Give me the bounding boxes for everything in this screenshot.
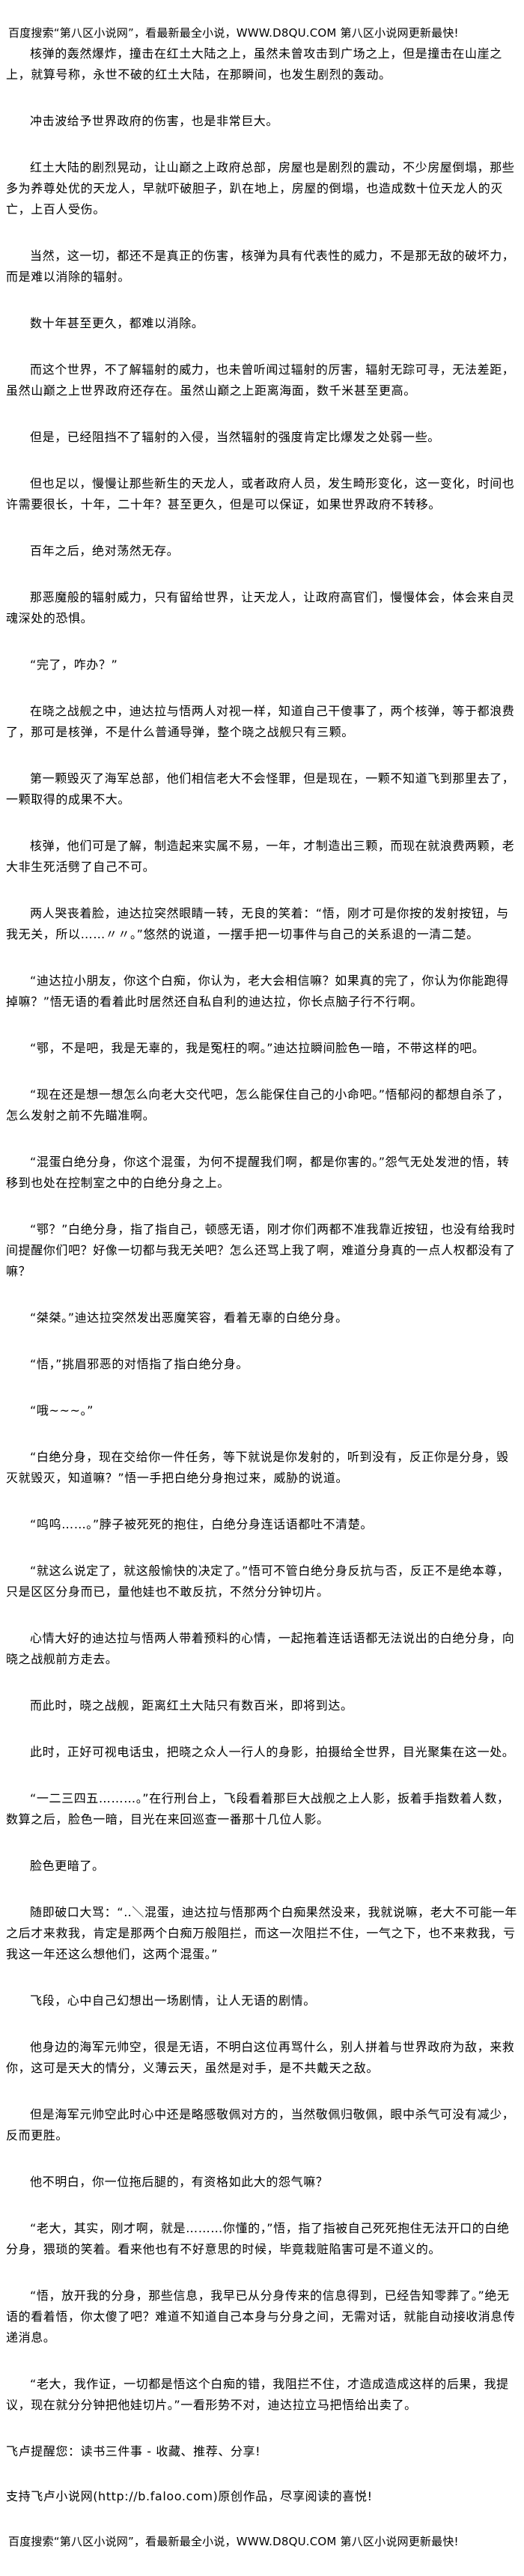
- story-paragraph: 随即破口大骂：“‥＼混蛋，迪达拉与悟那两个白痴果然没来，我就说嘛，老大不可能一年…: [6, 1905, 517, 1961]
- chapter-content: 核弹的轰然爆炸，撞击在红土大陆之上，虽然未曾攻击到广场之上，但是撞击在山崖之上，…: [6, 43, 518, 2416]
- story-paragraph: 那恶魔般的辐射威力，只有留给世界，让天龙人，让政府高官们，慢慢体会，体会来自灵魂…: [6, 590, 515, 625]
- story-paragraph: “鄂？”白绝分身，指了指自己，顿感无语，刚才你们两都不准我靠近按钮，也没有给我时…: [6, 1222, 516, 1278]
- story-paragraph: “鄂，不是吧，我是无辜的，我是冤枉的啊。”迪达拉瞬间脸色一暗，不带这样的吧。: [30, 1041, 485, 1055]
- story-paragraph: “老大，我作证，一切都是悟这个白痴的错，我阻拦不住，才造成造成这样的后果，我提议…: [6, 2377, 509, 2412]
- story-paragraph: 他身边的海军元帅空，很是无语，不明白这位再骂什么，别人拼着与世界政府为敌，来救你…: [6, 2040, 515, 2075]
- story-paragraph: “呜呜……。”脖子被死死的抱住，白绝分身连话语都吐不清楚。: [30, 1517, 373, 1531]
- story-paragraph: 他不明白，你一位拖后腿的，有资格如此大的怨气嘛？: [30, 2175, 329, 2189]
- story-paragraph: 核弹，他们可是了解，制造起来实属不易，一年，才制造出三颗，而现在就浪费两颗，老大…: [6, 839, 515, 874]
- faloo-support-notice: 支持飞卢小说网(http://b.faloo.com)原创作品，尽享阅读的喜悦!: [6, 2489, 373, 2503]
- site-banner-bottom: 百度搜索“第八区小说网”，看最新最全小说，WWW.D8QU.COM 第八区小说网…: [8, 2535, 459, 2548]
- story-paragraph: “就这么说定了，就这般愉快的决定了。”悟可不管白绝分身反抗与否，反正不是绝本尊，…: [6, 1564, 510, 1599]
- story-paragraph: 第一颗毁灭了海军总部，他们相信老大不会怪罪，但是现在，一颗不知道飞到那里去了，一…: [6, 771, 515, 806]
- story-paragraph: 核弹的轰然爆炸，撞击在红土大陆之上，虽然未曾攻击到广场之上，但是撞击在山崖之上，…: [6, 46, 502, 82]
- story-paragraph: “混蛋白绝分身，你这个混蛋，为何不提醒我们啊，都是你害的。”怨气无处发泄的悟，转…: [6, 1155, 510, 1190]
- story-paragraph: 百年之后，绝对荡然无存。: [30, 544, 180, 558]
- story-paragraph: 而此时，晓之战舰，距离红土大陆只有数百米，即将到达。: [30, 1698, 353, 1713]
- story-paragraph: “现在还是想一想怎么向老大交代吧，怎么能保住自己的小命吧。”悟郁闷的都想自杀了，…: [6, 1087, 510, 1123]
- story-paragraph: “悟，放开我的分身，那些信息，我早已从分身传来的信息得到，已经告知零葬了。”绝无…: [6, 2288, 516, 2345]
- story-paragraph: 但也足以，慢慢让那些新生的天龙人，或者政府人员，发生畸形变化，这一变化，时间也许…: [6, 476, 515, 511]
- story-paragraph: 但是海军元帅空此时心中还是略感敬佩对方的，当然敬佩归敬佩，眼中杀气可没有减少，反…: [6, 2107, 515, 2142]
- story-paragraph: “悟，”挑眉邪恶的对悟指了指白绝分身。: [30, 1357, 249, 1371]
- site-banner-top: 百度搜索“第八区小说网”，看最新最全小说，WWW.D8QU.COM 第八区小说网…: [8, 26, 459, 40]
- story-paragraph: “老大，其实，刚才啊，就是………你懂的，”悟，指了指被自己死死抱住无法开口的白绝…: [6, 2221, 510, 2256]
- story-paragraph: “一二三四五………。”在行刑台上，飞段看着那巨大战舰之上人影，扳着手指数着人数，…: [6, 1791, 510, 1826]
- story-paragraph: “完了，咋办？”: [30, 657, 118, 672]
- story-paragraph: 在晓之战舰之中，迪达拉与悟两人对视一样，知道自己干傻事了，两个核弹，等于都浪费了…: [6, 704, 515, 739]
- story-paragraph: 数十年甚至更久，都难以消除。: [30, 316, 204, 330]
- faloo-reminder: 飞卢提醒您：读书三件事 - 收藏、推荐、分享!: [6, 2444, 261, 2458]
- story-paragraph: 心情大好的迪达拉与悟两人带着预料的心情，一起拖着连话语都无法说出的白绝分身，向晓…: [6, 1631, 515, 1666]
- story-paragraph: “哦~~~。”: [30, 1403, 94, 1418]
- story-paragraph: “白绝分身，现在交给你一件任务，等下就说是你发射的，听到没有，反正你是分身，毁灭…: [6, 1450, 509, 1485]
- story-paragraph: 但是，已经阻挡不了辐射的入侵，当然辐射的强度肯定比爆发之处弱一些。: [30, 430, 440, 444]
- story-paragraph: 冲击波给予世界政府的伤害，也是非常巨大。: [30, 114, 279, 128]
- story-paragraph: “桀桀。”迪达拉突然发出恶魔笑容，看着无辜的白绝分身。: [30, 1310, 348, 1325]
- story-paragraph: 飞段，心中自己幻想出一场剧情，让人无语的剧情。: [30, 1993, 316, 2008]
- story-paragraph: 而这个世界，不了解辐射的威力，也未曾听闻过辐射的厉害，辐射无踪可寻，无法差距，虽…: [6, 362, 515, 398]
- story-paragraph: 此时，正好可视电话虫，把晓之众人一行人的身影，拍摄给全世界，目光聚集在这一处。: [30, 1745, 515, 1759]
- story-paragraph: 当然，这一切，都还不是真正的伤害，核弹为具有代表性的威力，不是那无敌的破坏力，而…: [6, 249, 515, 284]
- story-paragraph: 脸色更暗了。: [30, 1859, 105, 1873]
- story-paragraph: “迪达拉小朋友，你这个白痴，你认为，老大会相信嘛？如果真的完了，你认为你能跑得掉…: [6, 973, 509, 1009]
- story-paragraph: 红土大陆的剧烈晃动，让山巅之上政府总部，房屋也是剧烈的震动，不少房屋倒塌，那些多…: [6, 160, 515, 216]
- story-paragraph: 两人哭丧着脸，迪达拉突然眼睛一转，无良的笑着：“悟，刚才可是你按的发射按钮，与我…: [6, 906, 509, 941]
